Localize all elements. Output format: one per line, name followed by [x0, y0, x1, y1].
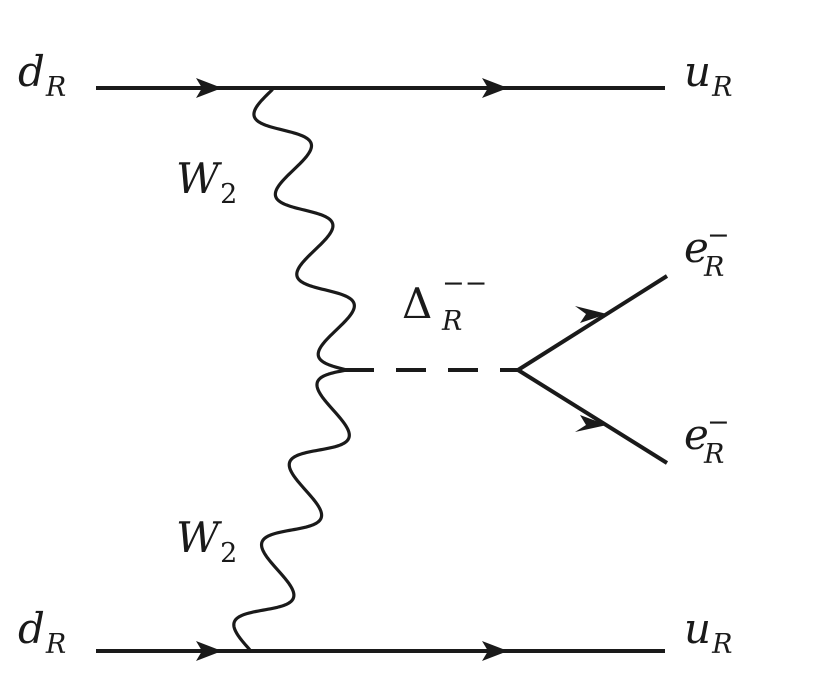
label-lepton-upper-sup: −	[707, 220, 730, 251]
label-lepton-lower-main: e	[684, 410, 709, 459]
lower-lepton-arrow	[575, 415, 607, 432]
upper-lepton-arrow	[575, 306, 607, 323]
bottom-fermion-line	[96, 641, 665, 661]
bottom-left-arrow	[196, 641, 222, 661]
label-w-upper: W2	[176, 154, 237, 210]
label-lepton-upper-sub: R	[703, 252, 724, 283]
outgoing-lepton-upper	[516, 274, 669, 372]
label-top-left: dR	[18, 47, 66, 103]
label-lepton-upper: e − R	[684, 220, 730, 283]
label-scalar-sub: R	[441, 306, 462, 337]
bottom-right-arrow	[482, 641, 508, 661]
lower-lepton-line	[516, 368, 669, 465]
outgoing-lepton-lower	[516, 368, 669, 465]
label-lepton-lower: e − R	[684, 407, 730, 470]
top-left-arrow	[196, 78, 222, 98]
label-scalar: Δ −− R	[402, 268, 487, 337]
label-bottom-left: dR	[18, 604, 66, 660]
label-lepton-lower-sup: −	[707, 407, 730, 438]
top-fermion-line	[96, 78, 665, 98]
top-right-arrow	[482, 78, 508, 98]
upper-w-boson-propagator	[252, 88, 356, 372]
label-bottom-right: uR	[684, 604, 732, 660]
label-lepton-lower-sub: R	[703, 439, 724, 470]
label-top-right: uR	[684, 47, 732, 103]
label-w-lower: W2	[176, 513, 237, 569]
lower-w-boson-propagator	[232, 368, 351, 652]
label-scalar-main: Δ	[402, 279, 432, 328]
label-scalar-sup: −−	[442, 268, 487, 299]
upper-lepton-line	[516, 274, 669, 372]
label-lepton-upper-main: e	[684, 223, 709, 272]
